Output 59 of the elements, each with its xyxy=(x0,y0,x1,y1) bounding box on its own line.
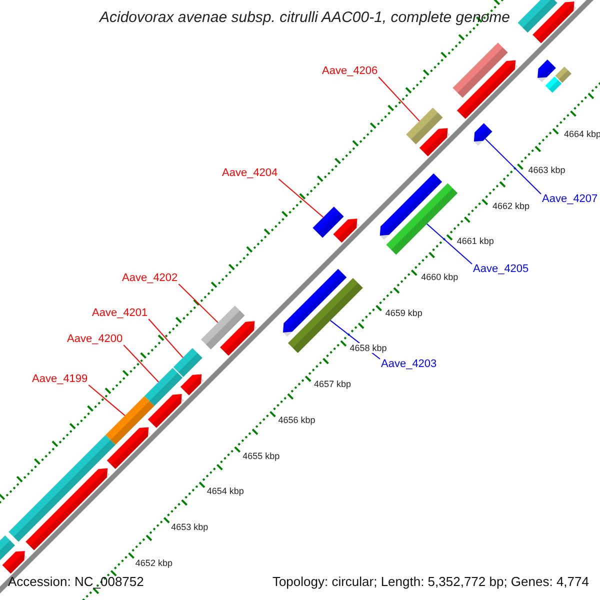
leader-line xyxy=(123,344,160,382)
tick-label: 4660 kbp xyxy=(421,272,458,282)
tick-label: 4663 kbp xyxy=(528,164,566,175)
gene-feature xyxy=(220,321,257,356)
gene-feature xyxy=(333,218,360,243)
gene-feature xyxy=(2,550,27,574)
gene-feature xyxy=(532,2,576,44)
gene-bar xyxy=(545,76,562,93)
gene-label: Aave_4199 xyxy=(32,373,88,385)
gene-bar xyxy=(200,306,245,350)
gene-feature xyxy=(456,60,518,119)
gene-label: Aave_4204 xyxy=(222,167,278,179)
gene-bar xyxy=(8,435,116,542)
tick-label: 4656 kbp xyxy=(278,414,316,425)
leader-line xyxy=(426,223,472,264)
title: Acidovorax avenae subsp. citrulli AAC00-1, complete genome xyxy=(100,9,510,26)
gene-label: Aave_4201 xyxy=(92,307,148,319)
gene-bar xyxy=(173,348,202,378)
tick-label: 4657 kbp xyxy=(314,379,352,390)
gene-feature xyxy=(380,173,442,240)
gene-bar xyxy=(406,108,443,144)
gene-bar xyxy=(518,0,558,33)
leader-line xyxy=(88,384,126,416)
gene-label: Aave_4200 xyxy=(67,333,123,345)
gene-bar xyxy=(555,66,572,83)
gene-feature xyxy=(148,394,184,428)
accession-note: Accession: NC_008752 xyxy=(7,574,145,589)
leader-line xyxy=(378,76,420,122)
gene-bar xyxy=(312,206,344,238)
leader-line xyxy=(178,284,218,324)
gene-feature xyxy=(419,128,450,156)
gene-feature xyxy=(538,60,556,82)
gene-bar xyxy=(0,535,15,562)
tick-label: 4652 kbp xyxy=(135,558,172,568)
gene-label: Aave_4202 xyxy=(122,272,178,284)
leader-line xyxy=(278,178,324,218)
leader-line xyxy=(484,138,542,194)
gene-feature xyxy=(180,374,204,396)
gene-feature xyxy=(282,268,347,337)
gene-bar xyxy=(452,42,508,98)
gene-label: Aave_4203 xyxy=(381,358,437,370)
gene-bar xyxy=(386,183,458,255)
gene-label: Aave_4206 xyxy=(322,65,378,77)
gene-label: Aave_4205 xyxy=(473,263,529,275)
tick-label: 4653 kbp xyxy=(171,522,208,532)
gene-feature xyxy=(474,123,492,146)
tick-label: 4662 kbp xyxy=(492,200,530,211)
tick-label: 4661 kbp xyxy=(456,236,494,246)
tick-label: 4655 kbp xyxy=(242,450,280,461)
genome-summary: Topology: circular; Length: 5,352,772 bp; Genes: 4,774 xyxy=(271,574,590,589)
leader-line xyxy=(148,318,184,358)
tick-label: 4658 kbp xyxy=(350,343,387,354)
gene-feature xyxy=(106,427,151,469)
gene-bar xyxy=(106,396,154,445)
tick-label: 4654 kbp xyxy=(206,486,244,496)
tick-label: 4659 kbp xyxy=(385,308,422,318)
gene-feature xyxy=(26,468,110,550)
gene-label: Aave_4207 xyxy=(542,193,598,205)
gene-bar xyxy=(144,368,183,406)
